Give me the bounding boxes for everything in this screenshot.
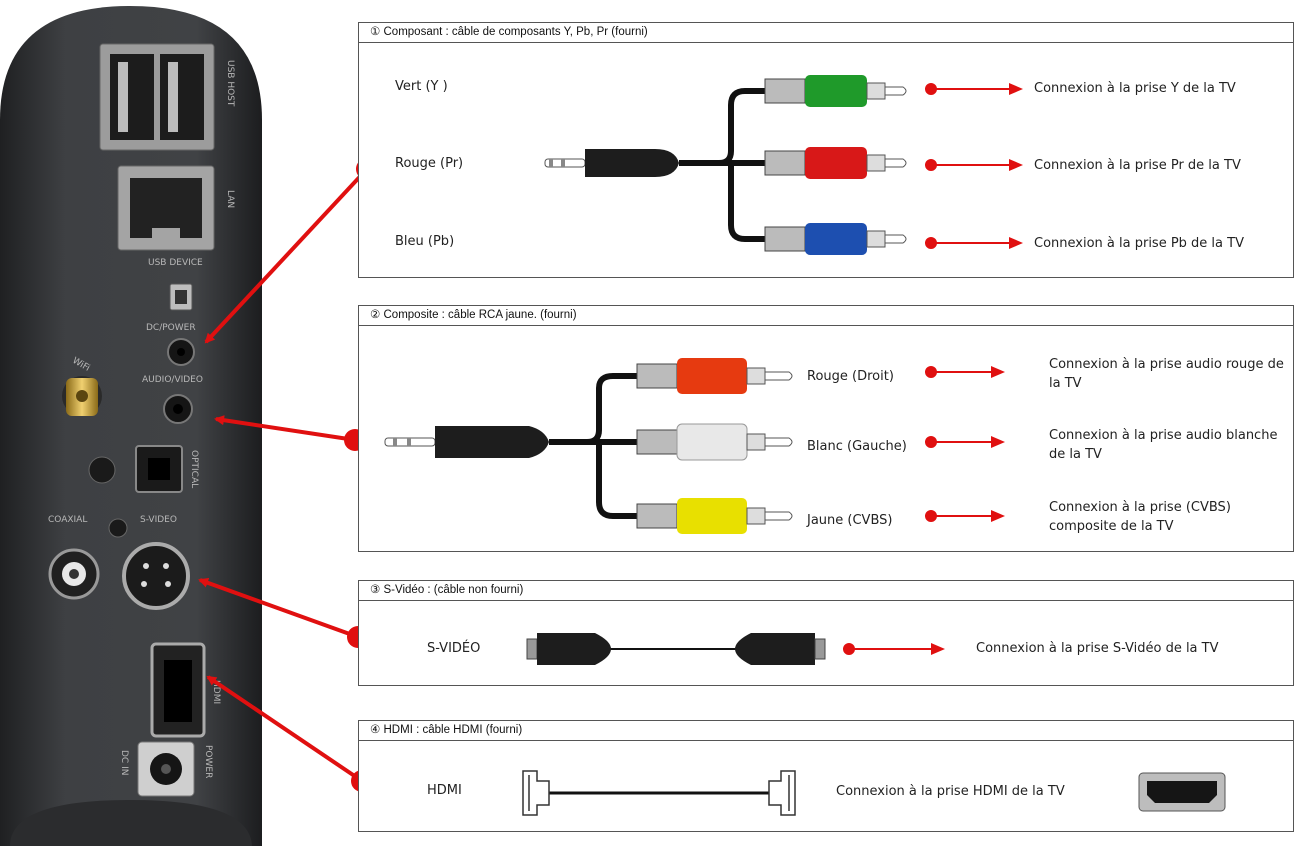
panel-component: ① Composant : câble de composants Y, Pb,… (358, 22, 1294, 278)
label-white-left: Blanc (Gauche) (807, 439, 907, 454)
screw (88, 456, 116, 484)
blue-rca-plug (764, 223, 907, 255)
label-red-pr: Rouge (Pr) (395, 156, 464, 171)
audio-video-text: AUDIO/VIDEO (142, 375, 203, 385)
label-green-y: Vert (Y ) (395, 79, 448, 94)
desc-hdmi: Connexion à la prise HDMI de la TV (836, 784, 1065, 799)
power-text: POWER (203, 745, 213, 778)
dc-power-text: DC/POWER (146, 323, 196, 333)
usb-device-text: USB DEVICE (148, 258, 203, 268)
svideo-plug-left (526, 633, 611, 665)
mini-jack-plug (544, 149, 679, 177)
desc-pr: Connexion à la prise Pr de la TV (1034, 158, 1241, 173)
hdmi-plug-right (768, 770, 796, 816)
label-yellow-cvbs: Jaune (CVBS) (807, 513, 893, 528)
panel-title: ③ S-Vidéo : (câble non fourni) (359, 581, 1293, 601)
lan-text: LAN (225, 190, 235, 208)
green-rca-plug (764, 75, 907, 107)
label-blue-pb: Bleu (Pb) (395, 234, 455, 249)
white-rca-plug (636, 423, 793, 461)
label-svideo: S-VIDÉO (427, 641, 481, 656)
wifi-antenna-connector (62, 376, 102, 416)
indicator-arrows (925, 83, 1023, 249)
svideo-port (122, 542, 190, 610)
mini-jack-plug (384, 426, 549, 458)
svideo-plug-right (735, 633, 826, 665)
media-player-rear-panel: USB HOST LAN USB DEVICE DC/POWER AUDIO/V… (0, 6, 262, 846)
composite-cable-art (384, 358, 1005, 534)
panel-title: ④ HDMI : câble HDMI (fourni) (359, 721, 1293, 741)
coaxial-text: COAXIAL (48, 515, 87, 525)
indicator-arrows (925, 366, 1005, 522)
panel-composite: ② Composite : câble RCA jaune. (fourni) (358, 305, 1294, 552)
component-cable-art (544, 75, 1023, 255)
optical-text: OPTICAL (189, 450, 199, 488)
desc-svideo: Connexion à la prise S-Vidéo de la TV (976, 641, 1219, 656)
callout-arrows (198, 158, 378, 792)
hdmi-cable-art (522, 770, 1226, 816)
svideo-text: S-VIDEO (140, 515, 177, 525)
usb-host-port (99, 43, 215, 151)
red-rca-plug (764, 147, 907, 179)
panel-title: ① Composant : câble de composants Y, Pb,… (359, 23, 1293, 43)
hdmi-text: HDMI (211, 680, 221, 704)
usb-host-text: USB HOST (225, 60, 235, 107)
desc-pb: Connexion à la prise Pb de la TV (1034, 236, 1244, 251)
desc-y: Connexion à la prise Y de la TV (1034, 81, 1236, 96)
desc-composite: Connexion à la prise (CVBS) composite de… (1049, 500, 1231, 534)
tv-hdmi-port (1138, 772, 1226, 812)
dc-in-text: DC IN (119, 750, 129, 775)
red-rca-plug (636, 358, 793, 394)
label-hdmi: HDMI (427, 783, 462, 798)
indicator-arrow (843, 643, 945, 655)
svideo-cable-art (526, 633, 945, 665)
panel-hdmi: ④ HDMI : câble HDMI (fourni) HDMI Connex… (358, 720, 1294, 832)
hdmi-plug-left (522, 770, 550, 816)
lan-port (117, 165, 215, 251)
yellow-rca-plug (636, 498, 793, 534)
label-red-right: Rouge (Droit) (807, 369, 894, 384)
desc-audio-red: Connexion à la prise audio rouge de la T… (1049, 357, 1284, 391)
panel-svideo: ③ S-Vidéo : (câble non fourni) S-VIDÉO C… (358, 580, 1294, 686)
panel-title: ② Composite : câble RCA jaune. (fourni) (359, 306, 1293, 326)
desc-audio-white: Connexion à la prise audio blanche de la… (1049, 428, 1278, 462)
